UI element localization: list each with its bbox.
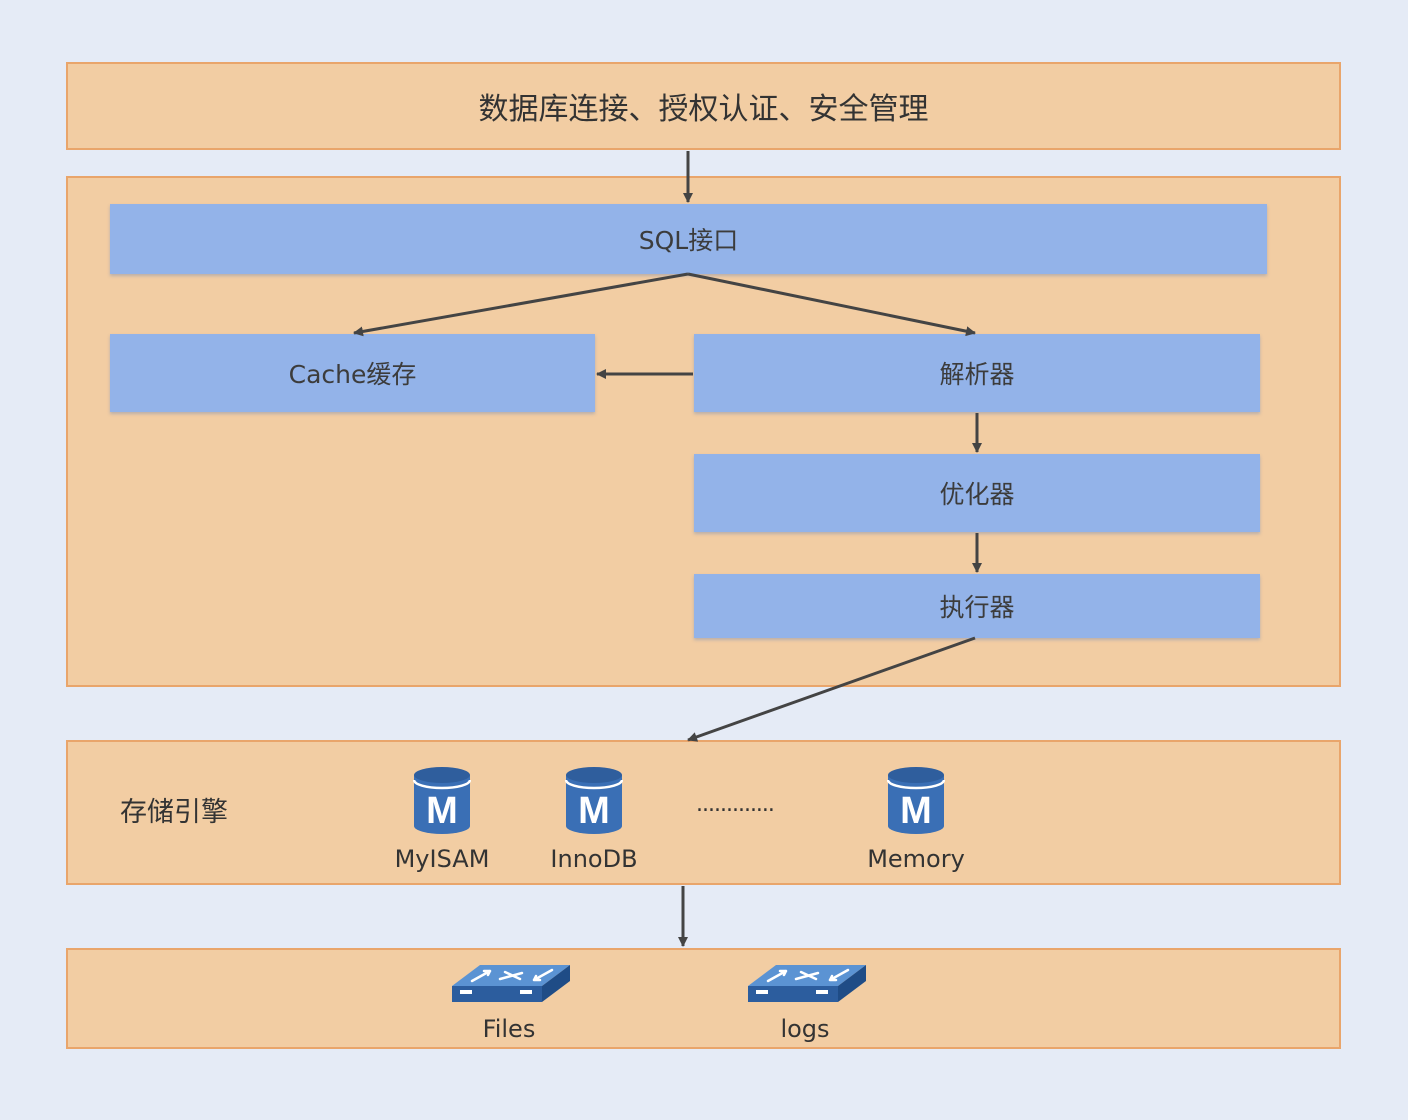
sql-interface-box: SQL接口 [110, 204, 1267, 274]
cache-label: Cache缓存 [288, 360, 417, 389]
mysql-database-icon: M [887, 767, 945, 834]
svg-text:M: M [426, 790, 458, 832]
connection-layer-label: 数据库连接、授权认证、安全管理 [478, 92, 929, 127]
engine-name-myisam: MyISAM [394, 845, 490, 873]
cache-box: Cache缓存 [110, 334, 595, 412]
sql-interface-label: SQL接口 [638, 226, 739, 255]
parser-label: 解析器 [939, 360, 1015, 389]
connection-layer: 数据库连接、授权认证、安全管理 [66, 62, 1341, 150]
executor-label: 执行器 [939, 593, 1015, 622]
network-switch-icon [452, 965, 570, 1002]
optimizer-box: 优化器 [694, 454, 1260, 532]
svg-text:M: M [900, 790, 932, 832]
storage-engine-label: 存储引擎 [120, 797, 228, 828]
parser-box: 解析器 [694, 334, 1260, 412]
file-system-layer [66, 948, 1341, 1049]
storage-engine-layer [66, 740, 1341, 885]
mysql-database-icon: M [413, 767, 471, 834]
mysql-database-icon: M [565, 767, 623, 834]
file-item-logs: logs [780, 1015, 830, 1043]
optimizer-label: 优化器 [939, 480, 1015, 509]
svg-text:M: M [578, 790, 610, 832]
network-switch-icon [748, 965, 866, 1002]
engine-name-memory: Memory [867, 845, 965, 873]
file-item-files: Files [482, 1015, 536, 1043]
engine-name-innodb: InnoDB [550, 845, 638, 873]
executor-box: 执行器 [694, 574, 1260, 638]
engine-ellipsis: ............. [696, 792, 775, 817]
